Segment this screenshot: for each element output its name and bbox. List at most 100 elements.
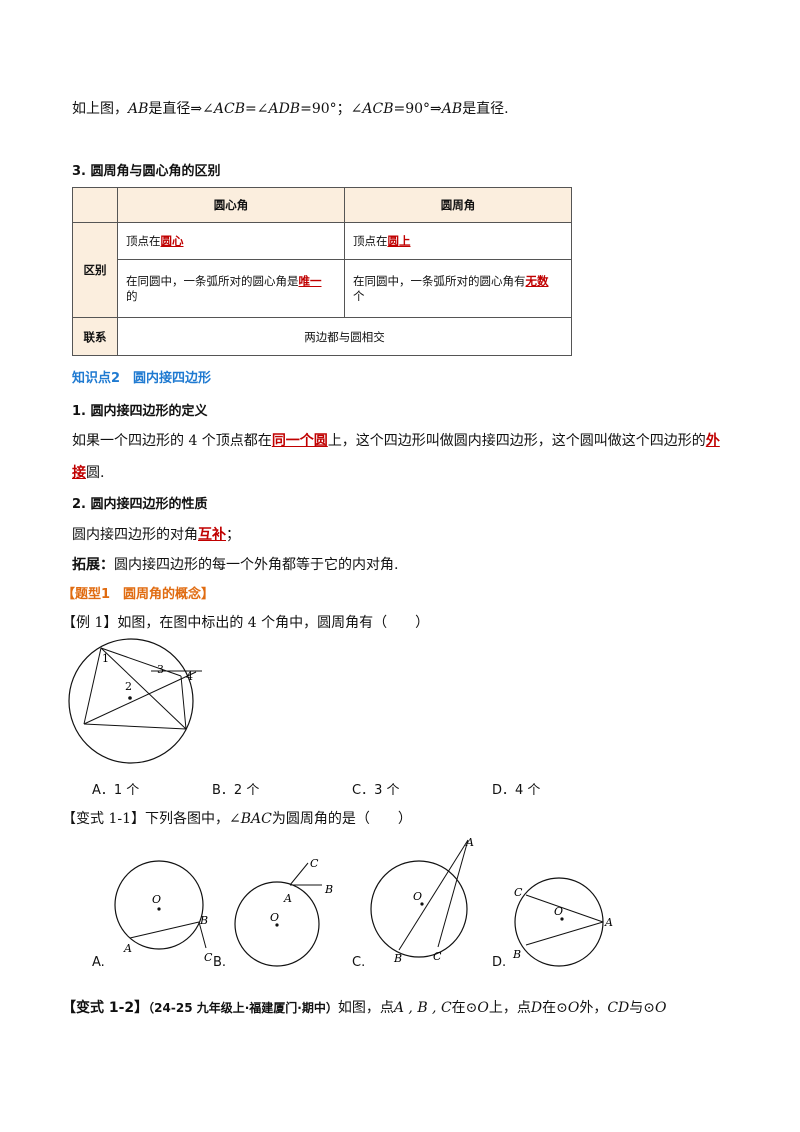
- table-header-inscribed-angle: 圆周角: [344, 187, 572, 223]
- intro-text: 是直径⇒∠: [148, 101, 214, 117]
- prop-text: ；: [226, 527, 240, 543]
- variant-text: 与⊙: [629, 1000, 656, 1016]
- intro-text: =90°⇒: [393, 101, 442, 117]
- label-c: C: [514, 886, 523, 899]
- segment: [83, 671, 197, 725]
- variant-text: 在⊙: [542, 1000, 568, 1016]
- intro-adb: ADB: [268, 101, 301, 117]
- segment: [437, 839, 469, 948]
- variant1-1-text: 【变式 1-1】下列各图中，∠BAC为圆周角的是（ ）: [62, 808, 412, 828]
- intro-text: 如上图，: [72, 101, 128, 117]
- angle-label-2: 2: [125, 680, 132, 693]
- example1-option-a[interactable]: A．1 个: [92, 783, 140, 798]
- def-text: 如果一个四边形的 4 个顶点都在: [72, 433, 272, 449]
- segment: [198, 921, 207, 949]
- label-b: B: [512, 948, 521, 961]
- table-cell-link: 两边都与圆相交: [117, 317, 572, 356]
- def-title: 1. 圆内接四边形的定义: [72, 404, 208, 419]
- variant-text: 外，: [579, 1000, 608, 1016]
- variant-d: D: [530, 1000, 543, 1016]
- figure-a: O A B C: [114, 860, 213, 964]
- angle-label-4: 4: [186, 670, 193, 683]
- variant-text: 为圆周角的是（ ）: [271, 811, 412, 827]
- variant1-1-option-b[interactable]: B.: [213, 955, 227, 970]
- table-cell: 在同圆中，一条弧所对的圆心角是唯一的: [117, 259, 345, 318]
- cell-text: 个: [353, 288, 365, 303]
- table-cell: 顶点在圆心: [117, 222, 345, 260]
- cell-text: 顶点在: [353, 234, 388, 248]
- def-highlight: 外: [705, 433, 720, 449]
- ext-text: 圆内接四边形的每一个外角都等于它的内对角.: [114, 557, 399, 573]
- prop-highlight: 互补: [198, 527, 226, 543]
- table-row-link: 联系: [72, 317, 118, 356]
- variant-o: O: [477, 1000, 489, 1016]
- ext-line: 拓展：圆内接四边形的每一个外角都等于它的内对角.: [72, 554, 398, 574]
- table-cell: 在同圆中，一条弧所对的圆心角有无数个: [344, 259, 572, 318]
- variant1-1-figures: O A B C O A B C O A B C O A B C: [114, 836, 613, 967]
- segment: [525, 894, 604, 923]
- intro-acb: ACB: [362, 101, 394, 117]
- table-row-diff: 区别: [72, 222, 118, 318]
- segment: [289, 862, 309, 886]
- intro-acb: ACB: [213, 101, 245, 117]
- comparison-table: 圆心角 圆周角 区别 顶点在圆心 顶点在圆上 在同圆中，一条弧所对的圆心角是唯一…: [72, 187, 572, 356]
- cell-highlight: 唯一: [298, 273, 322, 288]
- label-a: A: [283, 892, 292, 905]
- variant-abc: A , B , C: [393, 1000, 452, 1016]
- variant-text: 上，点: [488, 1000, 531, 1016]
- def-highlight: 接: [72, 465, 86, 481]
- table-corner: [72, 187, 118, 223]
- label-c: C: [433, 950, 442, 963]
- cell-highlight: 无数: [525, 273, 549, 288]
- cell-text: 的: [126, 288, 138, 303]
- intro-ab: AB: [441, 101, 463, 117]
- variant1-1-option-c[interactable]: C.: [352, 955, 366, 970]
- circle: [370, 860, 468, 958]
- label-c: C: [310, 857, 319, 870]
- prop-text: 圆内接四边形的对角: [72, 527, 198, 543]
- variant-text: 如图，点: [337, 1000, 394, 1016]
- example1-text: 【例 1】如图，在图中标出的 4 个角中，圆周角有（ ）: [62, 615, 430, 631]
- variant-bac: BAC: [240, 811, 272, 827]
- label-a: A: [123, 942, 132, 955]
- table-cell: 顶点在圆上: [344, 222, 572, 260]
- variant1-1-option-d[interactable]: D.: [492, 955, 507, 970]
- circle: [514, 877, 604, 967]
- segment: [525, 921, 604, 946]
- circle: [234, 881, 320, 967]
- def-line1: 如果一个四边形的 4 个顶点都在同一个圆上，这个四边形叫做圆内接四边形，这个圆叫…: [72, 430, 720, 450]
- segment: [83, 647, 102, 725]
- figure-d: O A B C: [512, 877, 613, 967]
- label-o: O: [270, 911, 279, 924]
- segment: [180, 675, 187, 730]
- cell-text: 在同圆中，一条弧所对的圆心角有: [353, 273, 526, 288]
- figure-b: O A B C: [234, 857, 333, 967]
- variant1-1-option-a[interactable]: A.: [92, 955, 105, 970]
- center-point: [128, 696, 132, 700]
- prop-title: 2. 圆内接四边形的性质: [72, 497, 208, 512]
- figure-c: O A B C: [370, 836, 474, 965]
- label-a: A: [604, 916, 613, 929]
- variant-label: 【变式 1-2】: [62, 1000, 149, 1016]
- example1-option-b[interactable]: B．2 个: [212, 783, 260, 798]
- segment: [398, 839, 469, 951]
- label-o: O: [152, 893, 161, 906]
- ext-label: 拓展：: [72, 557, 114, 573]
- example1-option-c[interactable]: C．3 个: [352, 783, 400, 798]
- segment: [83, 723, 187, 730]
- angle-label-3: 3: [157, 663, 164, 676]
- table-header-central-angle: 圆心角: [117, 187, 345, 223]
- def-text: 上，这个四边形叫做圆内接四边形，这个圆叫做这个四边形的: [327, 433, 706, 449]
- example1-option-d[interactable]: D．4 个: [492, 783, 541, 798]
- center-point: [157, 907, 161, 911]
- label-o: O: [413, 890, 422, 903]
- variant-o: O: [567, 1000, 580, 1016]
- segment: [129, 921, 200, 939]
- intro-text: =90°；∠: [300, 101, 363, 117]
- circle: [68, 638, 194, 764]
- intro-line: 如上图，AB是直径⇒∠ACB=∠ADB=90°；∠ACB=90°⇒AB是直径.: [72, 98, 509, 118]
- kp2-title: 知识点2 圆内接四边形: [72, 371, 212, 386]
- def-highlight: 同一个圆: [271, 433, 328, 449]
- label-c: C: [204, 951, 213, 964]
- cell-highlight: 圆上: [387, 234, 411, 248]
